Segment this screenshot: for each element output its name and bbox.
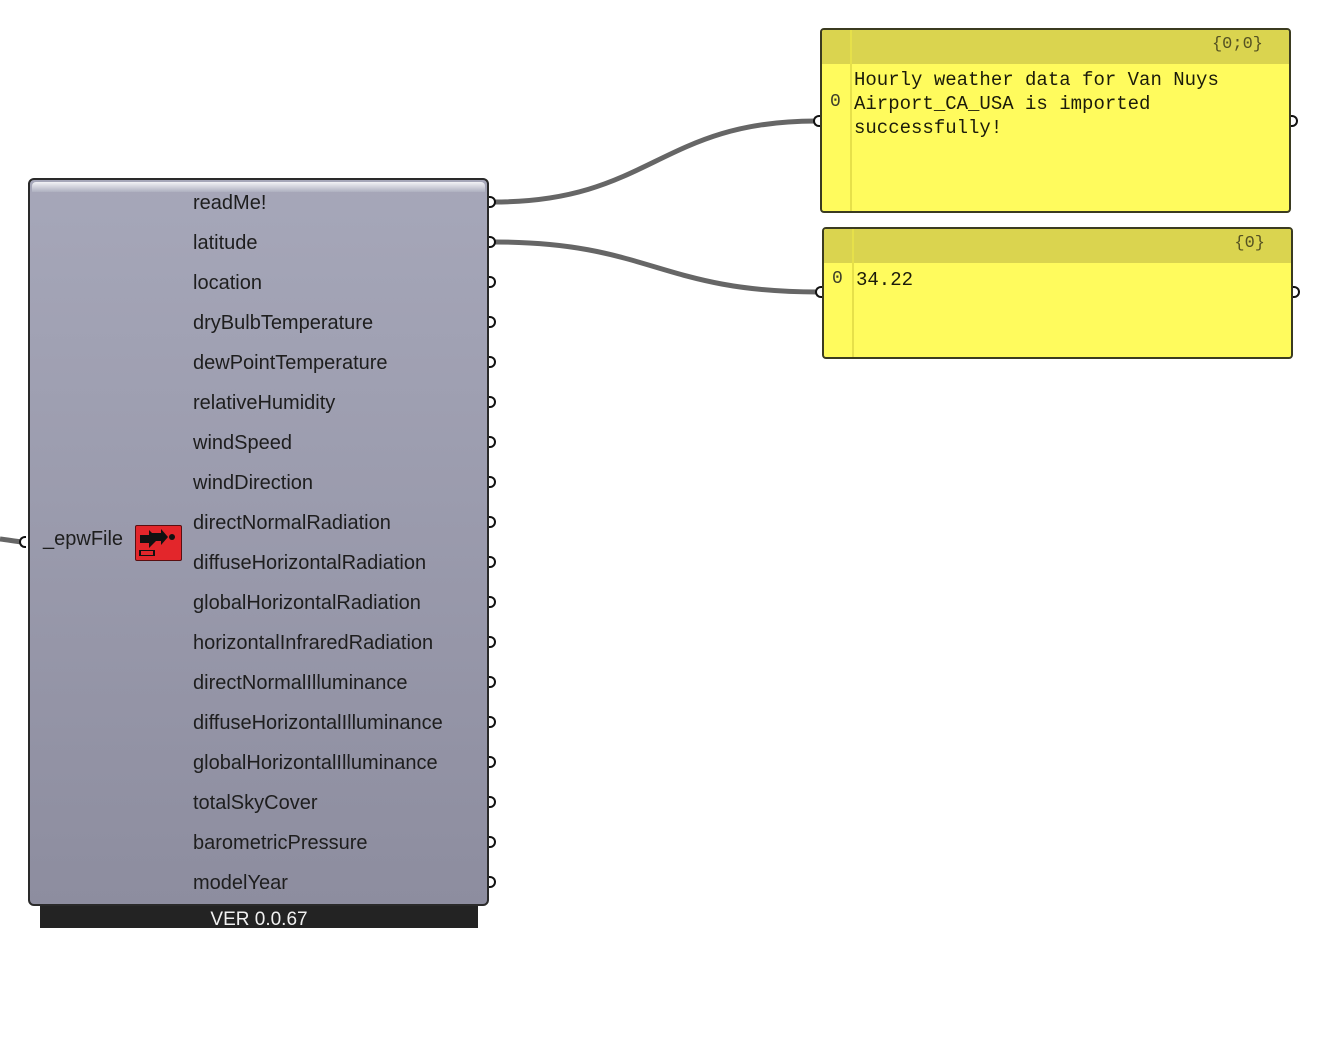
output-grip-dry-bulb-temperature[interactable] — [489, 316, 496, 328]
wire-latitude-to-panel[interactable] — [493, 239, 819, 295]
readme-panel[interactable]: {0;0} 0 Hourly weather data for Van Nuys… — [820, 28, 1291, 213]
epw-import-icon — [135, 525, 182, 561]
readme-panel-index: 0 — [830, 92, 841, 112]
output-direct-normal-radiation[interactable]: directNormalRadiation — [193, 512, 391, 534]
output-global-horizontal-illuminance[interactable]: globalHorizontalIlluminance — [193, 752, 438, 774]
output-grip-direct-normal-illuminance[interactable] — [489, 676, 496, 688]
output-global-horizontal-radiation[interactable]: globalHorizontalRadiation — [193, 592, 421, 614]
latitude-panel-gutter — [852, 229, 854, 357]
latitude-panel-path: {0} — [824, 229, 1291, 263]
output-grip-global-horizontal-illuminance[interactable] — [489, 756, 496, 768]
readme-panel-path: {0;0} — [822, 30, 1289, 64]
output-wind-speed[interactable]: windSpeed — [193, 432, 292, 454]
readme-panel-text: Hourly weather data for Van Nuys Airport… — [854, 69, 1231, 139]
output-readme[interactable]: readMe! — [193, 192, 267, 214]
output-direct-normal-illuminance[interactable]: directNormalIlluminance — [193, 672, 408, 694]
wire-readme-to-panel[interactable] — [493, 118, 817, 205]
output-grip-model-year[interactable] — [489, 876, 496, 888]
latitude-panel[interactable]: {0} 0 34.22 — [822, 227, 1293, 359]
input-epw-file[interactable]: _epwFile — [43, 528, 124, 550]
output-grip-barometric-pressure[interactable] — [489, 836, 496, 848]
output-barometric-pressure[interactable]: barometricPressure — [193, 832, 368, 854]
input-grip-epwfile[interactable] — [19, 536, 26, 548]
output-diffuse-horizontal-illuminance[interactable]: diffuseHorizontalIlluminance — [193, 712, 443, 734]
output-grip-wind-direction[interactable] — [489, 476, 496, 488]
output-total-sky-cover[interactable]: totalSkyCover — [193, 792, 318, 814]
import-epw-component[interactable]: readMe! latitude location dryBulbTempera… — [28, 178, 489, 906]
output-parameter-list: readMe! latitude location dryBulbTempera… — [193, 183, 443, 903]
output-grip-relative-humidity[interactable] — [489, 396, 496, 408]
output-grip-wind-speed[interactable] — [489, 436, 496, 448]
component-header-shine — [32, 182, 485, 192]
version-bar: VER 0.0.67 — [40, 906, 478, 928]
output-grip-dew-point-temperature[interactable] — [489, 356, 496, 368]
output-grip-diffuse-horizontal-illuminance[interactable] — [489, 716, 496, 728]
latitude-panel-text: 34.22 — [856, 269, 914, 291]
output-model-year[interactable]: modelYear — [193, 872, 288, 894]
output-grip-diffuse-horizontal-radiation[interactable] — [489, 556, 496, 568]
readme-panel-output-grip[interactable] — [1291, 115, 1298, 127]
output-dew-point-temperature[interactable]: dewPointTemperature — [193, 352, 388, 374]
latitude-panel-output-grip[interactable] — [1293, 286, 1300, 298]
output-grip-global-horizontal-radiation[interactable] — [489, 596, 496, 608]
output-grip-location[interactable] — [489, 276, 496, 288]
latitude-panel-input-grip[interactable] — [815, 286, 822, 298]
output-wind-direction[interactable]: windDirection — [193, 472, 314, 494]
output-grip-direct-normal-radiation[interactable] — [489, 516, 496, 528]
latitude-panel-index: 0 — [832, 269, 843, 289]
output-latitude[interactable]: latitude — [193, 232, 258, 254]
output-dry-bulb-temperature[interactable]: dryBulbTemperature — [193, 312, 374, 334]
output-grip-latitude[interactable] — [489, 236, 496, 248]
output-diffuse-horizontal-radiation[interactable]: diffuseHorizontalRadiation — [193, 552, 427, 574]
output-location[interactable]: location — [193, 272, 262, 294]
output-grip-readme[interactable] — [489, 196, 496, 208]
output-relative-humidity[interactable]: relativeHumidity — [193, 392, 336, 414]
output-grip-total-sky-cover[interactable] — [489, 796, 496, 808]
readme-panel-input-grip[interactable] — [813, 115, 820, 127]
readme-panel-gutter — [850, 30, 852, 211]
output-horizontal-infrared-radiation[interactable]: horizontalInfraredRadiation — [193, 632, 434, 654]
output-grip-horizontal-infrared-radiation[interactable] — [489, 636, 496, 648]
